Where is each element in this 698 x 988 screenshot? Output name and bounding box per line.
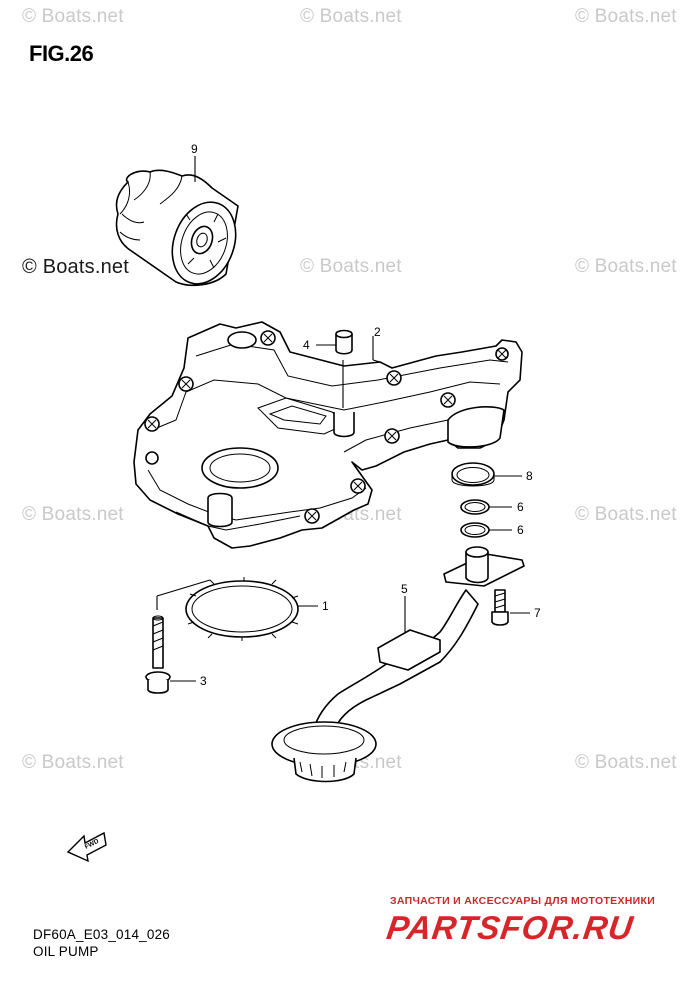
- watermark: © Boats.net: [575, 752, 677, 773]
- watermark: © Boats.net: [575, 256, 677, 277]
- figure-title: FIG.26: [29, 41, 94, 66]
- callout-3: 3: [200, 674, 207, 688]
- o-ring-lower[interactable]: [460, 522, 490, 538]
- gasket[interactable]: [185, 577, 299, 641]
- watermark: © Boats.net: [22, 6, 124, 27]
- o-ring-upper[interactable]: [460, 499, 490, 515]
- promo-tagline: ЗАПЧАСТИ И АКСЕССУАРЫ ДЛЯ МОТОТЕХНИКИ: [390, 895, 656, 907]
- oil-pump-body[interactable]: [133, 321, 523, 549]
- callout-7: 7: [534, 606, 541, 620]
- watermark: © Boats.net: [22, 504, 124, 525]
- watermark-prominent: © Boats.net: [22, 256, 129, 278]
- oil-strainer[interactable]: [271, 546, 525, 783]
- section-name: OIL PUMP: [33, 944, 99, 959]
- callout-2: 2: [374, 325, 381, 339]
- callout-5: 5: [401, 582, 408, 596]
- oil-seal[interactable]: [451, 462, 495, 487]
- callout-1: 1: [322, 599, 329, 613]
- callout-9: 9: [191, 142, 198, 156]
- watermark: © Boats.net: [22, 752, 124, 773]
- callout-8: 8: [526, 469, 533, 483]
- watermark: © Boats.net: [300, 6, 402, 27]
- oil-filter[interactable]: [115, 169, 246, 292]
- callout-6b: 6: [517, 523, 524, 537]
- dowel-pin[interactable]: [335, 329, 353, 355]
- flange-bolt[interactable]: [145, 615, 171, 694]
- callout-6a: 6: [517, 500, 524, 514]
- fwd-arrow-icon: FWD: [66, 831, 107, 863]
- watermark: © Boats.net: [575, 504, 677, 525]
- watermark: © Boats.net: [575, 6, 677, 27]
- promo-brand-logo[interactable]: PARTSFOR.RU: [384, 909, 636, 946]
- watermark: © Boats.net: [300, 256, 402, 277]
- model-code: DF60A_E03_014_026: [33, 927, 171, 942]
- callout-4: 4: [303, 338, 310, 352]
- bracket-bolt[interactable]: [491, 589, 509, 626]
